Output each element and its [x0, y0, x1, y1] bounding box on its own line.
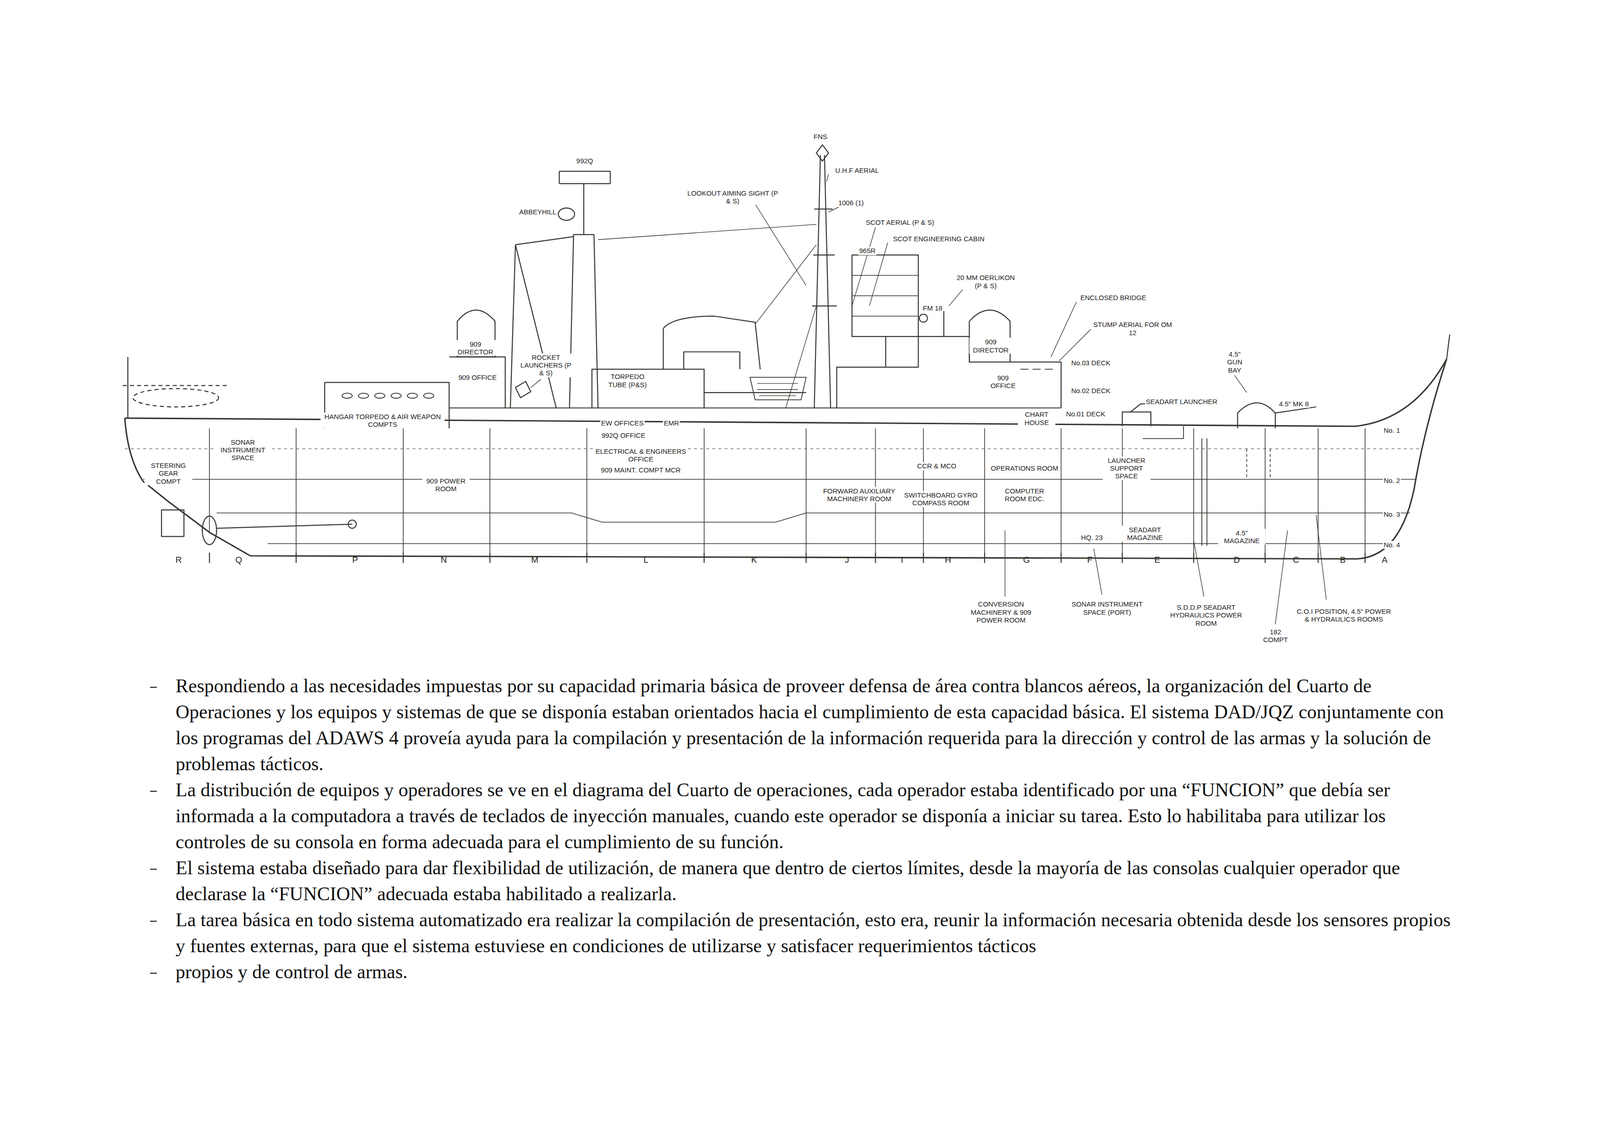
compartment-label: C.O.I POSITION, 4.5" POWER & HYDRAULICS …: [1294, 607, 1394, 624]
section-letter: A: [1381, 555, 1389, 566]
compartment-label: ROCKET LAUNCHERS (P & S): [519, 353, 573, 378]
section-letter: G: [1022, 555, 1031, 566]
section-letter: C: [1291, 555, 1300, 566]
compartment-label: 1006 (1): [837, 199, 865, 208]
compartment-label: LAUNCHER SUPPORT SPACE: [1102, 456, 1151, 481]
compartment-label: U.H.F AERIAL: [834, 166, 880, 175]
bullet-dash: [150, 920, 157, 922]
compartment-label: EW OFFICES: [600, 419, 645, 428]
section-letter: F: [1086, 555, 1094, 566]
section-letter: J: [843, 555, 851, 566]
bullet-dash: [150, 972, 157, 974]
compartment-label: SCOT AERIAL (P & S): [864, 218, 936, 227]
compartment-label: 4.5" MAGAZINE: [1217, 529, 1266, 546]
compartment-label: No. 4: [1382, 540, 1402, 549]
compartment-label: CHART HOUSE: [1018, 410, 1056, 427]
compartment-label: 20 MM OERLIKON (P & S): [954, 273, 1018, 290]
compartment-label: ELECTRICAL & ENGINEERS OFFICE: [593, 447, 688, 464]
compartment-label: 4.5" MK 8: [1277, 400, 1310, 408]
compartment-label: CONVERSION MACHINERY & 909 POWER ROOM: [964, 600, 1038, 624]
compartment-label: ENCLOSED BRIDGE: [1079, 294, 1148, 302]
section-letter: E: [1153, 555, 1162, 566]
bullet-dash: [150, 686, 157, 688]
compartment-label: SONAR INSTRUMENT SPACE: [213, 438, 272, 463]
compartment-label: SEADART LAUNCHER: [1144, 398, 1219, 406]
compartment-label: SCOT ENGINEERING CABIN: [892, 234, 986, 243]
compartment-label: 909 POWER ROOM: [421, 476, 470, 493]
paragraph-text: La distribución de equipos y operadores …: [175, 779, 1391, 853]
compartment-label: No.03 DECK: [1070, 359, 1112, 368]
compartment-label: 4.5" GUN BAY: [1220, 350, 1249, 375]
section-letter: Q: [234, 555, 244, 566]
compartment-label: 965R: [858, 247, 877, 255]
compartment-label: 909 OFFICE: [987, 373, 1020, 390]
compartment-label: No. 3: [1382, 510, 1402, 519]
compartment-label: COMPUTER ROOM EDC.: [992, 487, 1056, 504]
body-text: Respondiendo a las necesidades impuestas…: [175, 673, 1458, 986]
bullet-dash: [150, 790, 157, 792]
compartment-label: STEERING GEAR COMPT: [144, 461, 193, 486]
compartment-label: No.02 DECK: [1070, 386, 1112, 395]
compartment-label: SEADART MAGAZINE: [1113, 525, 1177, 542]
body-paragraph: La distribución de equipos y operadores …: [175, 777, 1458, 856]
section-letter: N: [439, 555, 448, 566]
compartment-label: STUMP AERIAL FOR OM 12: [1090, 320, 1175, 337]
section-letter: D: [1232, 555, 1242, 566]
compartment-label: No. 2: [1382, 476, 1402, 485]
section-letter: B: [1339, 555, 1347, 566]
compartment-label: 182 COMPT: [1259, 628, 1292, 645]
body-paragraph: Respondiendo a las necesidades impuestas…: [175, 673, 1458, 778]
compartment-label: FORWARD AUXILIARY MACHINERY ROOM: [815, 487, 904, 504]
compartment-label: SONAR INSTRUMENT SPACE (PORT): [1070, 600, 1144, 617]
compartment-label: S.D.D.P SEADART HYDRAULICS POWER ROOM: [1164, 603, 1248, 628]
compartment-label: FNS: [812, 132, 829, 141]
section-letter: M: [529, 555, 540, 566]
section-letter: H: [944, 555, 953, 566]
paragraph-text: La tarea básica en todo sistema automati…: [175, 909, 1451, 957]
paragraph-text: El sistema estaba diseñado para dar flex…: [175, 857, 1401, 905]
bullet-dash: [150, 868, 157, 870]
compartment-label: 992Q OFFICE: [600, 431, 647, 440]
paragraph-text: propios y de control de armas.: [175, 961, 408, 983]
compartment-label: 909 MAINT. COMPT MCR: [600, 466, 682, 475]
compartment-label: TORPEDO TUBE (P&S): [603, 372, 652, 389]
section-letter: I: [899, 555, 904, 566]
compartment-label: FM 18: [922, 304, 944, 312]
compartment-label: 909 DIRECTOR: [969, 337, 1013, 354]
compartment-label: No. 1: [1382, 426, 1402, 435]
compartment-label: 909 OFFICE: [457, 373, 498, 382]
body-paragraph: propios y de control de armas.: [175, 959, 1458, 986]
compartment-label: ABBEYHILL: [518, 208, 558, 217]
paragraph-text: Respondiendo a las necesidades impuestas…: [175, 675, 1445, 775]
body-paragraph: La tarea básica en todo sistema automati…: [175, 907, 1458, 960]
section-letter: R: [174, 555, 183, 566]
compartment-label: No.01 DECK: [1064, 410, 1107, 419]
body-paragraph: El sistema estaba diseñado para dar flex…: [175, 855, 1458, 908]
compartment-label: HANGAR TORPEDO & AIR WEAPON COMPTS: [320, 412, 445, 429]
section-letter: L: [642, 555, 650, 566]
section-letter: K: [750, 555, 759, 566]
compartment-label: OPERATIONS ROOM: [989, 464, 1060, 473]
compartment-label: EMR: [662, 419, 680, 428]
section-letter: P: [351, 555, 359, 566]
compartment-label: HQ. 23: [1080, 533, 1104, 542]
compartment-label: 992Q: [575, 157, 595, 166]
compartment-label: 909 DIRECTOR: [454, 340, 497, 357]
compartment-label: SWITCHBOARD GYRO COMPASS ROOM: [901, 491, 981, 508]
compartment-label: LOOKOUT AIMING SIGHT (P & S): [683, 189, 783, 206]
compartment-label: CCR & MCO: [916, 462, 958, 471]
